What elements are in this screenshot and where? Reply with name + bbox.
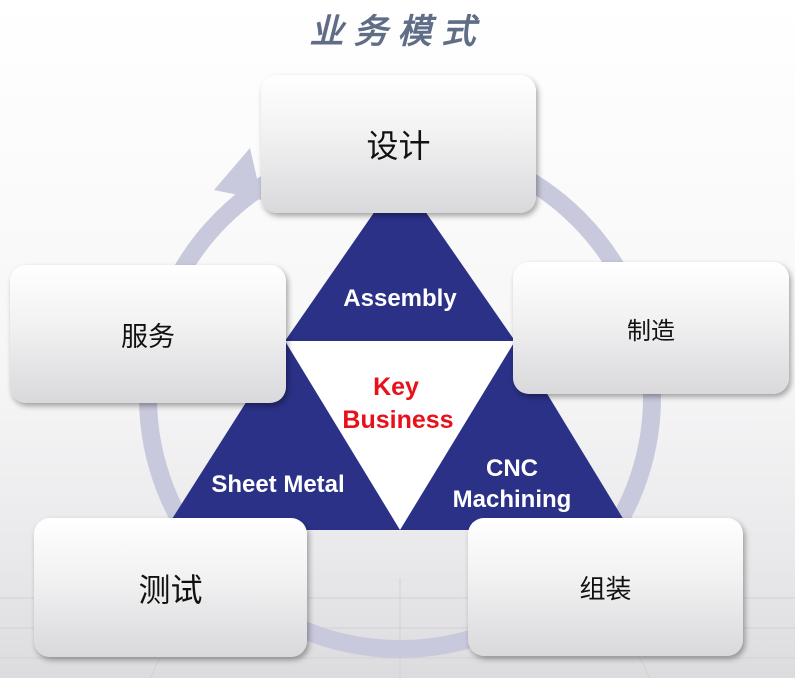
step-design-box: 设计 bbox=[261, 75, 536, 213]
label-machining: Machining bbox=[453, 486, 572, 513]
page-title: 业务模式 bbox=[309, 12, 486, 52]
label-assembly: Assembly bbox=[343, 285, 457, 312]
triangle-cnc bbox=[400, 341, 630, 530]
triangle-sheet-metal bbox=[165, 341, 400, 530]
step-manufacture-box: 制造 bbox=[513, 262, 789, 394]
label-cnc: CNC bbox=[486, 455, 538, 482]
step-assembly-box: 组装 bbox=[468, 518, 743, 656]
triangle-key-business bbox=[285, 341, 515, 530]
label-sheet-metal: Sheet Metal bbox=[211, 471, 344, 498]
step-service-box: 服务 bbox=[10, 265, 286, 403]
cycle-arrow-icon bbox=[214, 148, 262, 200]
triangle-assembly bbox=[285, 175, 515, 341]
label-business: Business bbox=[342, 406, 453, 434]
step-test-box: 测试 bbox=[34, 518, 307, 657]
label-key: Key bbox=[373, 373, 419, 401]
